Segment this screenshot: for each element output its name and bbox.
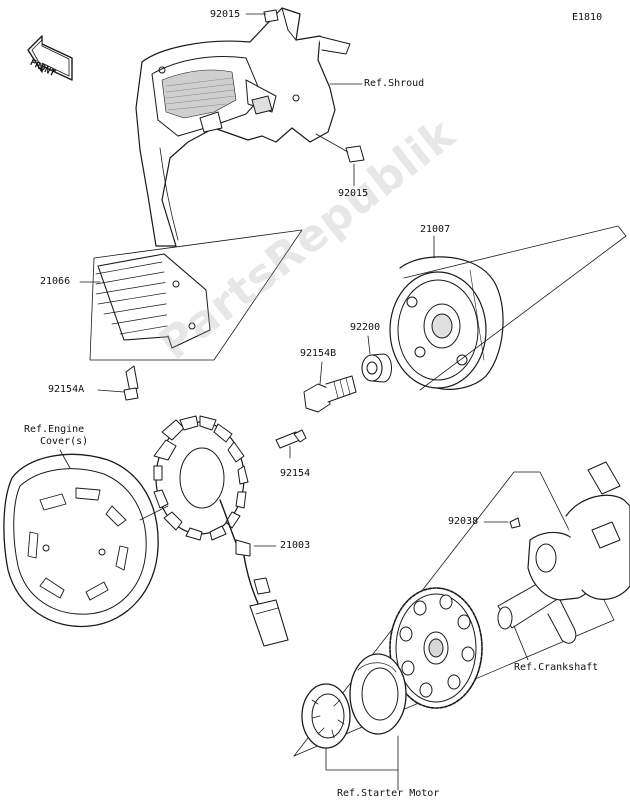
part-label-92154b: 92154B: [300, 348, 337, 359]
part-label-92015-mid: 92015: [338, 188, 369, 199]
rotor-flywheel-drawing: [389, 225, 627, 391]
collar-92200-drawing: [361, 353, 392, 383]
front-arrow-icon: [27, 35, 73, 81]
ref-engine-cover-label-line1: Ref.Engine: [24, 424, 85, 435]
shroud-bracket-drawing: [135, 7, 365, 247]
part-label-92154a: 92154A: [48, 384, 85, 395]
crankshaft-drawing: [497, 461, 630, 644]
engine-cover-drawing: [3, 453, 169, 628]
starter-gear-drawing: [389, 587, 483, 709]
bolt-92154b-drawing: [303, 375, 357, 413]
ref-shroud-label: Ref.Shroud: [364, 78, 425, 89]
part-label-92200: 92200: [350, 322, 381, 333]
ref-crankshaft-label: Ref.Crankshaft: [514, 662, 599, 673]
one-way-clutch-drawing: [301, 683, 351, 749]
part-label-21003: 21003: [280, 540, 311, 551]
stator-drawing: [153, 415, 289, 647]
part-label-92038: 92038: [448, 516, 479, 527]
regulator-drawing: [89, 229, 303, 401]
part-label-21066: 21066: [40, 276, 71, 287]
starter-washer-drawing: [349, 653, 407, 735]
part-label-92015-top: 92015: [210, 9, 241, 20]
part-label-21007: 21007: [420, 224, 451, 235]
leader-lines: [59, 13, 529, 791]
ref-starter-motor-label: Ref.Starter Motor: [337, 788, 440, 799]
bolt-92154-drawing: [275, 429, 307, 449]
ref-engine-cover-label-line2: Cover(s): [40, 436, 89, 447]
diagram-code: E1810: [572, 12, 603, 23]
part-label-92154: 92154: [280, 468, 311, 479]
